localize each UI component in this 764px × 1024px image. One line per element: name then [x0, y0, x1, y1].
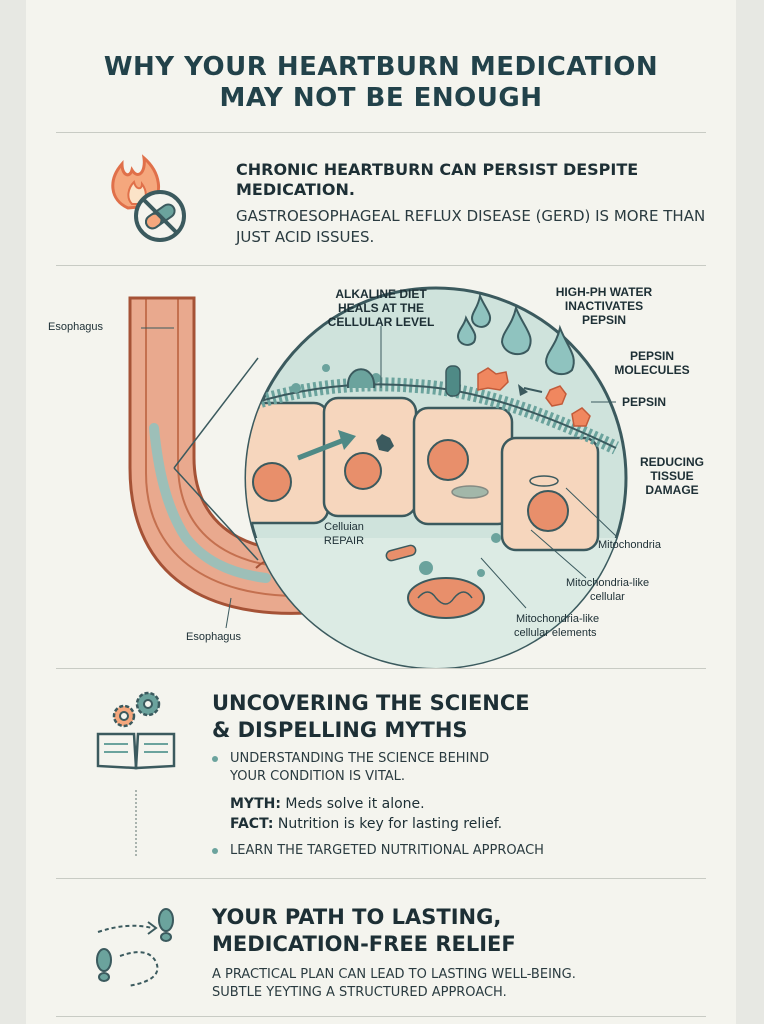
- divider: [56, 878, 706, 879]
- label-repair-2: REPAIR: [324, 535, 364, 547]
- nucleus: [344, 452, 382, 490]
- esophagus-cell-diagram: Esophagus Esophagus ALKALINE DIET HEALS …: [48, 285, 704, 668]
- path-heading-line-1: YOUR PATH TO LASTING,: [212, 905, 502, 929]
- label-water-3: PEPSIN: [582, 313, 626, 327]
- divider: [56, 132, 706, 133]
- label-repair-1: Celluian: [324, 521, 364, 533]
- gears-book-icon: [96, 691, 176, 770]
- label-mito-like-1: Mitochondria-like: [566, 577, 649, 589]
- label-reducing-2: TISSUE: [650, 469, 693, 483]
- myth-text: Meds solve it alone.: [280, 796, 425, 812]
- title-line-2: MAY NOT BE ENOUGH: [219, 83, 543, 113]
- diagram-labels: Esophagus Esophagus ALKALINE DIET HEALS …: [48, 285, 704, 643]
- science-heading: UNCOVERING THE SCIENCE & DISPELLING MYTH…: [212, 690, 712, 744]
- bullet-dot: [212, 756, 218, 762]
- open-book-icon: [96, 732, 176, 770]
- fact-text: Nutrition is key for lasting relief.: [273, 816, 503, 832]
- intro-subtext: Gastroesophageal reflux disease (GERD) i…: [236, 207, 706, 246]
- label-mito-like-2: cellular: [590, 591, 625, 603]
- bullet-learn: Learn the targeted nutritional approach: [212, 842, 544, 860]
- path-subtext: A practical plan can lead to lasting wel…: [212, 966, 732, 1002]
- label-mitochondria: Mitochondria: [598, 539, 662, 551]
- label-reducing-3: DAMAGE: [645, 483, 698, 497]
- label-reducing-1: REDUCING: [640, 455, 704, 469]
- zoom-line: [173, 467, 259, 561]
- pepsin-molecules: [477, 367, 591, 427]
- bullet-understanding-line-2: your condition is vital.: [230, 769, 406, 784]
- bullet-learn-text: Learn the targeted nutritional approach: [230, 843, 544, 858]
- flame-no-pill-icon: [111, 154, 186, 242]
- label-alkaline-2: HEALS AT THE: [338, 301, 424, 315]
- label-mito-like-elements-2: cellular elements: [514, 627, 597, 639]
- divider: [56, 265, 706, 266]
- cell: [246, 401, 330, 525]
- myth-fact-block: MYTH: Meds solve it alone. FACT: Nutriti…: [230, 794, 502, 834]
- divider: [56, 668, 706, 669]
- mitochondria: [407, 577, 485, 619]
- label-esophagus-top: Esophagus: [48, 321, 104, 333]
- path-heading: YOUR PATH TO LASTING, MEDICATION-FREE RE…: [212, 904, 732, 958]
- title-line-1: WHY YOUR HEARTBURN MEDICATION: [103, 52, 659, 82]
- bullet-understanding-line-1: Understanding the science behind: [230, 751, 490, 766]
- label-mito-like-elements-1: Mitochondria-like: [516, 613, 599, 625]
- divider: [56, 1016, 706, 1017]
- myth-label: MYTH:: [230, 796, 281, 812]
- label-alkaline-3: CELLULAR LEVEL: [328, 315, 435, 329]
- label-pepsin-molecules-2: MOLECULES: [614, 363, 689, 377]
- page-title: WHY YOUR HEARTBURN MEDICATION MAY NOT BE…: [26, 52, 736, 114]
- label-pepsin-molecules-1: PEPSIN: [630, 349, 674, 363]
- label-esophagus-bottom: Esophagus: [186, 631, 242, 643]
- label-water-1: HIGH-PH WATER: [556, 285, 653, 299]
- science-heading-line-1: UNCOVERING THE SCIENCE: [212, 691, 530, 715]
- fact-label: FACT:: [230, 816, 274, 832]
- no-pill-icon: [134, 190, 186, 242]
- nucleus: [252, 462, 292, 502]
- bullet-understanding: Understanding the science behind your co…: [212, 750, 490, 786]
- path-heading-line-2: MEDICATION-FREE RELIEF: [212, 932, 516, 956]
- water-droplet-icons: [456, 292, 575, 376]
- dotted-connector: [135, 790, 137, 856]
- label-water-2: INACTIVATES: [565, 299, 643, 313]
- label-pepsin: PEPSIN: [622, 395, 666, 409]
- nucleus: [427, 439, 469, 481]
- gears-icon: [112, 691, 161, 728]
- zoom-line: [173, 357, 259, 469]
- label-alkaline-1: ALKALINE DIET: [335, 287, 427, 301]
- footprints-icon: [96, 908, 174, 987]
- leader-lines: [141, 326, 617, 629]
- path-subtext-line-1: A practical plan can lead to lasting wel…: [212, 967, 576, 982]
- infographic-page: WHY YOUR HEARTBURN MEDICATION MAY NOT BE…: [26, 0, 736, 1024]
- bullet-dot: [212, 848, 218, 854]
- nucleus: [527, 490, 569, 532]
- intro-heading: Chronic heartburn can persist despite me…: [236, 160, 639, 199]
- path-subtext-line-2: Subtle yeyting a structured approach.: [212, 985, 507, 1000]
- science-heading-line-2: & DISPELLING MYTHS: [212, 718, 468, 742]
